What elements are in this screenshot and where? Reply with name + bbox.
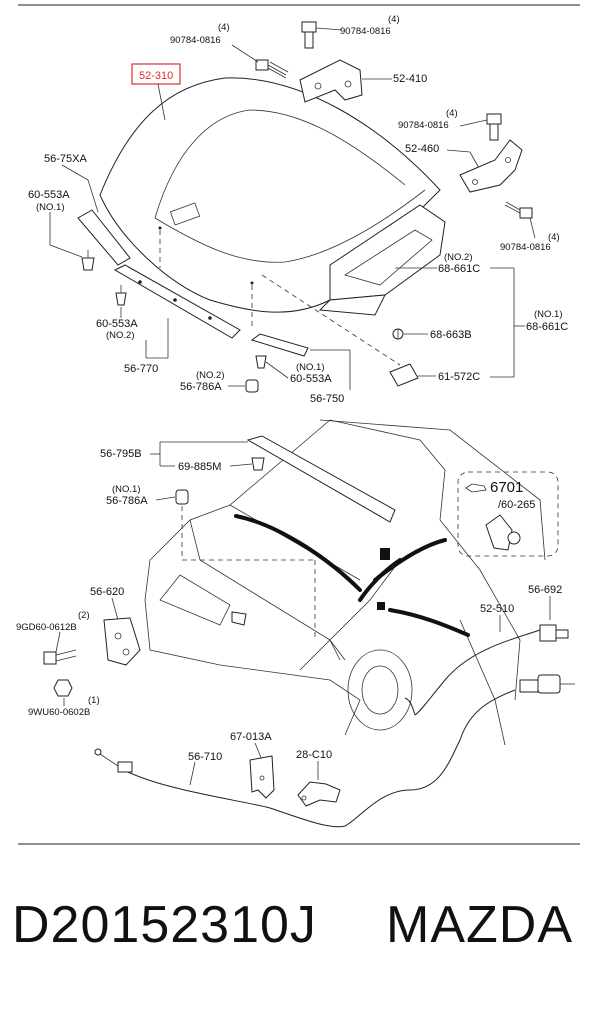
label-90784-c: 90784-0816 bbox=[398, 120, 449, 131]
label-68-663b: 68-663B bbox=[430, 329, 472, 341]
cowl-seal bbox=[234, 514, 362, 592]
label-28-c10: 28-C10 bbox=[296, 749, 332, 761]
label-68-661c-no1: (NO.1) bbox=[534, 309, 563, 320]
label-52-510: 52-510 bbox=[480, 603, 514, 615]
label-60-553a-1: 60-553A bbox=[28, 189, 70, 201]
label-68-661c-a: 68-661C bbox=[438, 263, 480, 275]
weatherstrip-56-795b bbox=[246, 435, 396, 523]
clip-icon bbox=[81, 250, 95, 271]
latch-part-icon bbox=[485, 514, 521, 551]
latch-56-620 bbox=[103, 617, 141, 666]
label-56-75xa: 56-75XA bbox=[44, 153, 87, 165]
clip-icon bbox=[392, 328, 404, 340]
clip-icon bbox=[251, 457, 265, 471]
hinge-52-410 bbox=[299, 59, 363, 103]
bolt-icon bbox=[255, 59, 289, 79]
pointer-icon bbox=[465, 483, 487, 493]
label-9wu60: 9WU60-0602B bbox=[28, 707, 90, 718]
nut-icon bbox=[53, 679, 73, 697]
label-67-013a: 67-013A bbox=[230, 731, 272, 743]
seal-61-572c bbox=[389, 363, 419, 387]
label-56-786a-no2: (NO.2) bbox=[196, 370, 225, 381]
bolt-icon bbox=[301, 21, 317, 49]
label-90784-c-qty: (4) bbox=[446, 108, 458, 119]
bar-56-770 bbox=[113, 264, 241, 339]
part-number: D20152310J bbox=[12, 896, 317, 954]
parts-diagram: 52-310 (4) 90784-0816 (4) 90784-0816 52-… bbox=[16, 4, 580, 845]
label-60-553a-2: 60-553A bbox=[96, 318, 138, 330]
side-seal bbox=[388, 608, 470, 637]
bolt-icon bbox=[486, 113, 502, 141]
label-56-692: 56-692 bbox=[528, 584, 562, 596]
label-52-310: 52-310 bbox=[139, 70, 173, 82]
label-90784-b: 90784-0816 bbox=[340, 26, 391, 37]
label-90784-b-qty: (4) bbox=[388, 14, 400, 25]
label-9gd60: 9GD60-0612B bbox=[16, 622, 77, 633]
label-90784-d: 90784-0816 bbox=[500, 242, 551, 253]
label-6701: 6701 bbox=[490, 479, 523, 496]
label-60-265: /60-265 bbox=[498, 499, 535, 511]
label-52-460: 52-460 bbox=[405, 143, 439, 155]
label-9gd60-qty: (2) bbox=[78, 610, 90, 621]
label-60-553a-1-no: (NO.1) bbox=[36, 202, 65, 213]
label-90784-a: 90784-0816 bbox=[170, 35, 221, 46]
cable-52-510 bbox=[414, 629, 541, 716]
seal-56-75xa bbox=[77, 209, 131, 266]
cable-end-icon bbox=[519, 674, 575, 694]
label-68-661c-no2: (NO.2) bbox=[444, 252, 473, 263]
label-60-553a-3-no: (NO.1) bbox=[296, 362, 325, 373]
cable-end-56-692 bbox=[539, 624, 569, 642]
hinge-52-460 bbox=[459, 139, 523, 193]
label-9wu60-qty: (1) bbox=[88, 695, 100, 706]
clip-icon bbox=[255, 355, 267, 369]
label-56-786a-b: 56-786A bbox=[106, 495, 148, 507]
label-69-885m: 69-885M bbox=[178, 461, 221, 473]
label-60-553a-3: 60-553A bbox=[290, 373, 332, 385]
label-56-770: 56-770 bbox=[124, 363, 158, 375]
cowl-assembly bbox=[318, 204, 446, 316]
label-90784-a-qty: (4) bbox=[218, 22, 230, 33]
clip-icon bbox=[115, 285, 127, 306]
clamp-67-013a bbox=[249, 755, 275, 799]
label-61-572c: 61-572C bbox=[438, 371, 480, 383]
label-68-661c-b: 68-661C bbox=[526, 321, 568, 333]
label-56-795b: 56-795B bbox=[100, 448, 142, 460]
label-56-786a-no1: (NO.1) bbox=[112, 484, 141, 495]
label-56-786a-a: 56-786A bbox=[180, 381, 222, 393]
cable-56-710 bbox=[119, 689, 516, 828]
car-body bbox=[144, 419, 546, 746]
brand-name: MAZDA bbox=[386, 896, 573, 954]
highlight-box bbox=[131, 63, 181, 85]
label-90784-d-qty: (4) bbox=[548, 232, 560, 243]
clip-28-c10 bbox=[297, 781, 341, 807]
label-56-620: 56-620 bbox=[90, 586, 124, 598]
bolt-icon bbox=[504, 201, 533, 219]
footer: D20152310J MAZDA bbox=[0, 895, 600, 975]
callout-box-6701 bbox=[457, 471, 559, 557]
label-60-553a-2-no: (NO.2) bbox=[106, 330, 135, 341]
label-56-710: 56-710 bbox=[188, 751, 222, 763]
label-56-750: 56-750 bbox=[310, 393, 344, 405]
seal-56-750 bbox=[250, 333, 309, 357]
bumper-icon bbox=[245, 379, 259, 393]
label-52-410: 52-410 bbox=[393, 73, 427, 85]
bumper-icon bbox=[175, 489, 189, 505]
bolt-icon bbox=[43, 649, 77, 665]
